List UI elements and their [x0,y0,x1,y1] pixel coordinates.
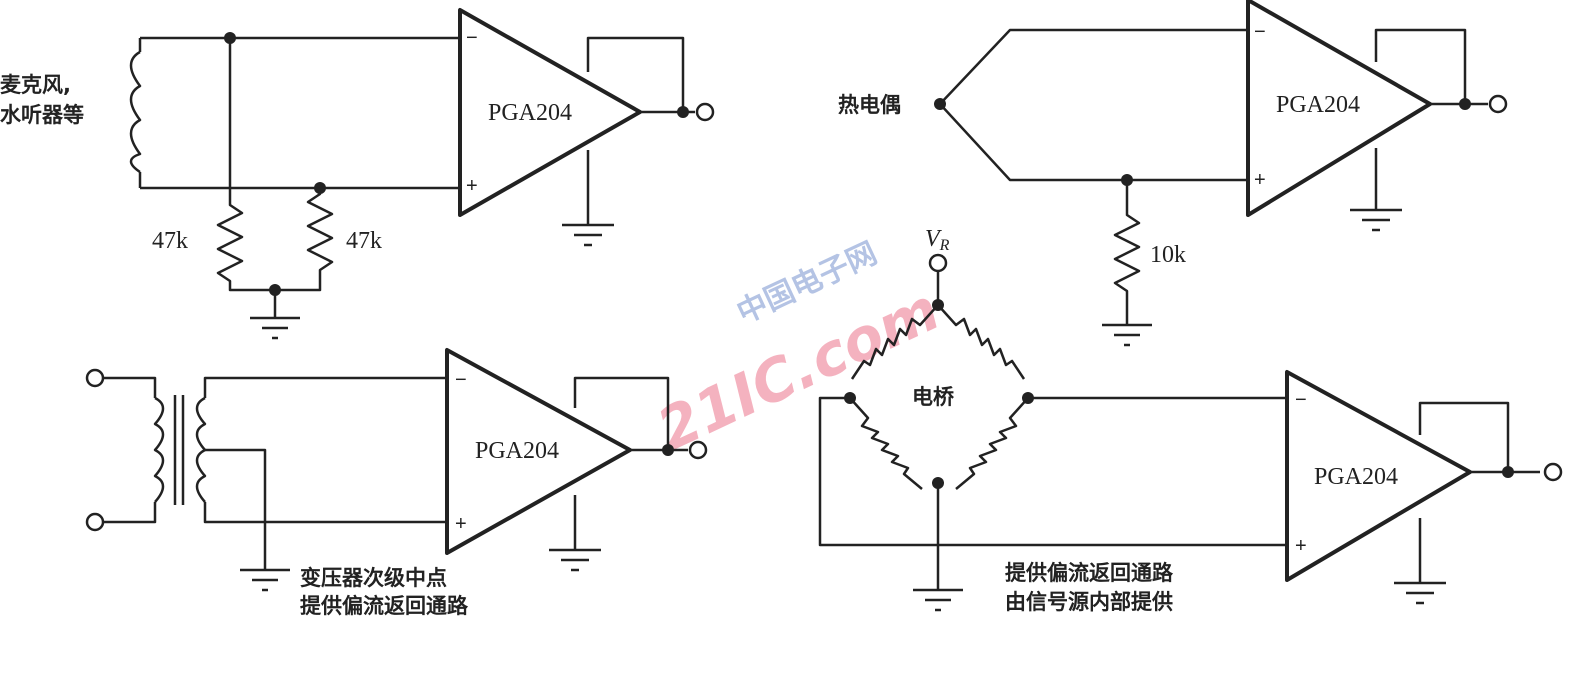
watermark: 中国电子网 21IC.com [647,236,949,464]
op-amp [1285,370,1472,582]
plus-pin: + [1295,535,1307,557]
input-terminal [85,512,105,532]
junction [224,32,236,44]
primary-wires [103,376,157,524]
minus-pin: − [1295,389,1307,411]
bridge-wires [818,396,1287,612]
resistor-label: 47k [346,228,382,254]
junction [932,477,944,489]
note-line: 提供偏流返回通路 [300,594,469,618]
op-amp [1246,0,1432,217]
amp-label: PGA204 [1276,92,1360,118]
circuit-thermocouple: 热电偶 10k − + PGA204 [838,0,1508,347]
input-wires [138,36,460,190]
junction [1022,392,1034,404]
source-label: 麦克风, [0,73,71,97]
vr-label: VR [925,226,950,254]
resistor-network [216,38,334,292]
resistor-label: 47k [152,228,188,254]
secondary-wires [203,376,447,592]
primary-coil-icon [153,396,165,503]
source-label: 水听器等 [0,103,84,127]
plus-pin: + [466,175,478,197]
bridge-resistors [849,304,1029,490]
op-amp [445,348,632,555]
junction [1502,466,1514,478]
microphone-coil-icon [129,50,142,174]
circuit-transformer: 变压器次级中点 提供偏流返回通路 − + PGA204 [85,348,708,618]
output-and-ground [562,36,695,247]
bridge-label: 电桥 [912,385,955,409]
minus-pin: − [455,369,467,391]
output-terminal [695,102,715,122]
resistor-label: 10k [1150,242,1186,268]
secondary-coil-icon [195,396,207,503]
amp-label: PGA204 [488,100,572,126]
junction [1121,174,1133,186]
circuit-bridge: VR 电桥 提供偏流返回通路 由信号源内部提供 − + PGA204 [818,226,1563,614]
thermocouple-wires [939,28,1248,347]
minus-pin: − [466,27,478,49]
plus-pin: + [1254,169,1266,191]
amp-label: PGA204 [475,438,559,464]
junction [934,98,946,110]
junction [662,444,674,456]
ground-icon [250,290,300,340]
junction [677,106,689,118]
note-line: 提供偏流返回通路 [1005,561,1174,585]
junction [932,299,944,311]
circuit-microphone: 47k 47k 麦克风, 水听器等 − + PGA204 [0,8,715,340]
junction [1459,98,1471,110]
op-amp [458,8,642,217]
input-terminal [85,368,105,388]
output-terminal [688,440,708,460]
minus-pin: − [1254,21,1266,43]
vr-terminal [928,253,948,273]
amp-label: PGA204 [1314,464,1398,490]
source-label: 热电偶 [838,93,901,117]
note-line: 由信号源内部提供 [1005,590,1173,614]
note-line: 变压器次级中点 [300,566,447,590]
output-terminal [1543,462,1563,482]
junction [314,182,326,194]
transformer-core [173,395,185,505]
plus-pin: + [455,513,467,535]
junction [844,392,856,404]
output-terminal [1488,94,1508,114]
output-and-ground [549,376,688,572]
